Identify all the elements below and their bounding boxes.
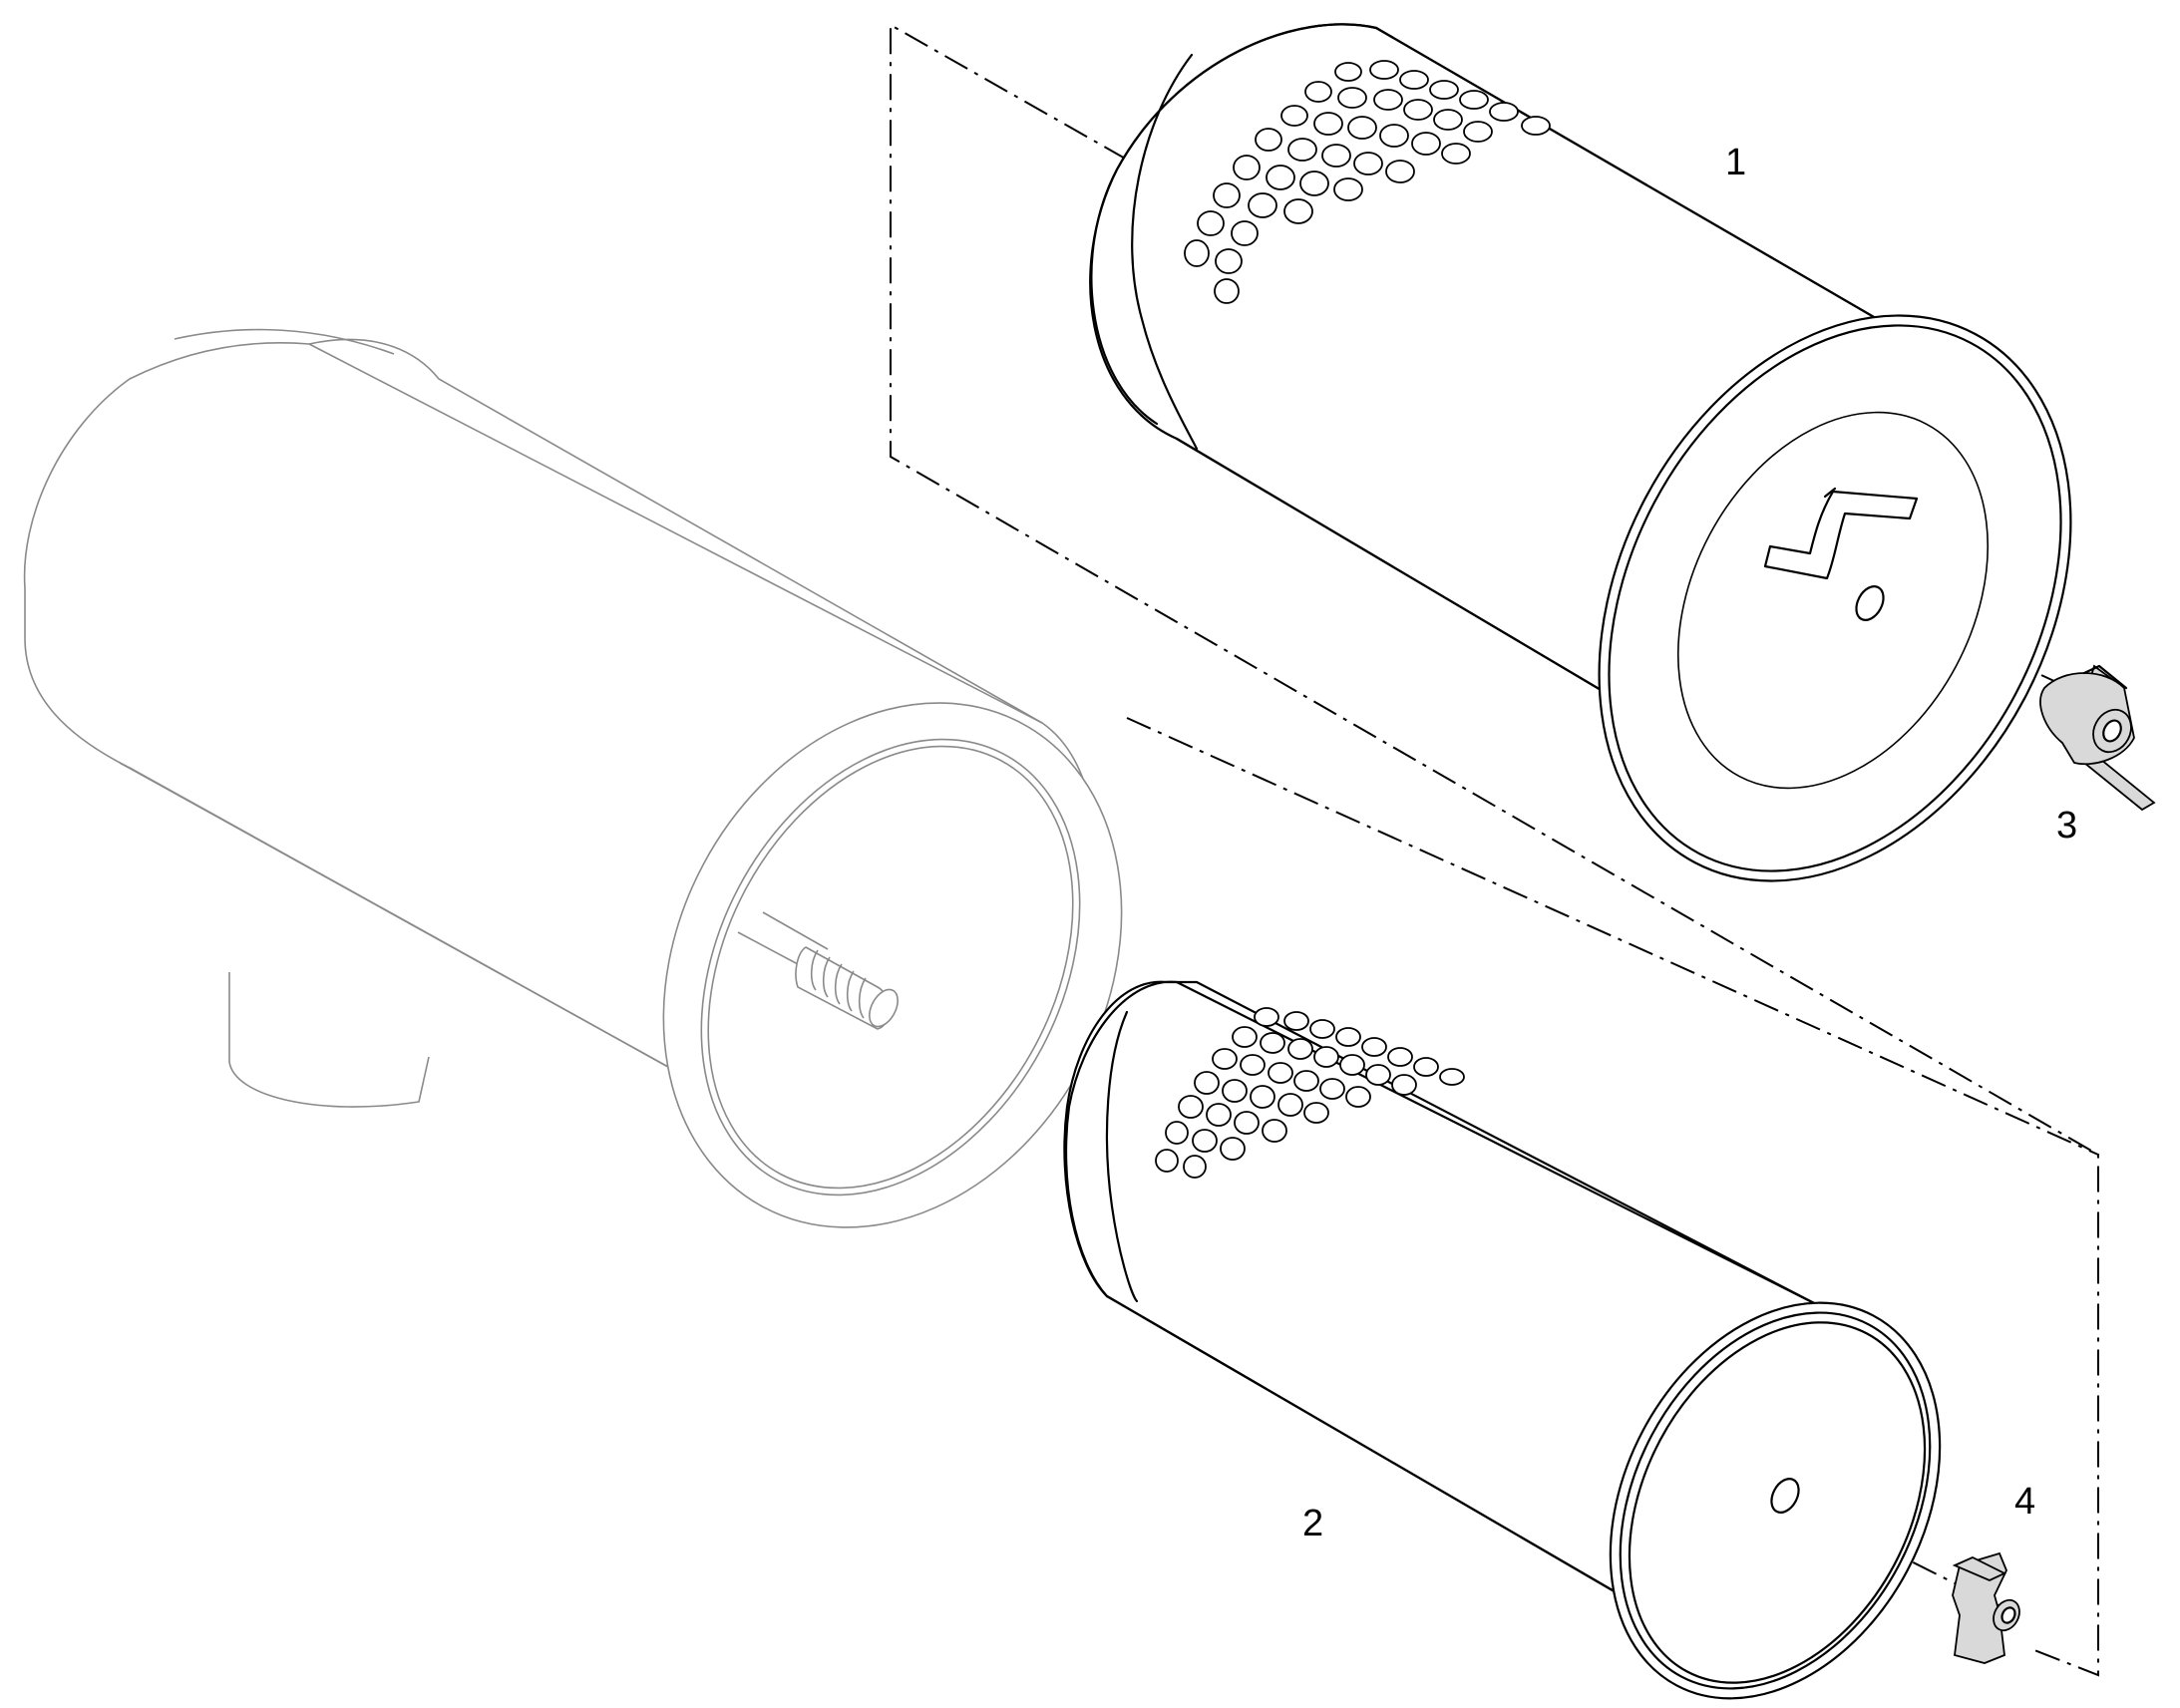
callout-part-1: 1 [1725,142,1746,183]
callout-part-2: 2 [1302,1503,1323,1544]
threaded-stud [795,946,899,1030]
wing-nut [2039,664,2156,812]
callout-part-3: 3 [2056,805,2077,847]
callout-part-4: 4 [2014,1481,2035,1523]
perforation-pattern-inner [1155,1007,1465,1179]
inner-safety-element [1063,980,1942,1700]
perforation-pattern [1184,60,1551,304]
end-cap-handle [1763,487,1919,580]
filter-housing [23,328,1123,1228]
outer-filter-element [1089,23,2072,882]
small-wing-nut [1952,1551,2020,1664]
